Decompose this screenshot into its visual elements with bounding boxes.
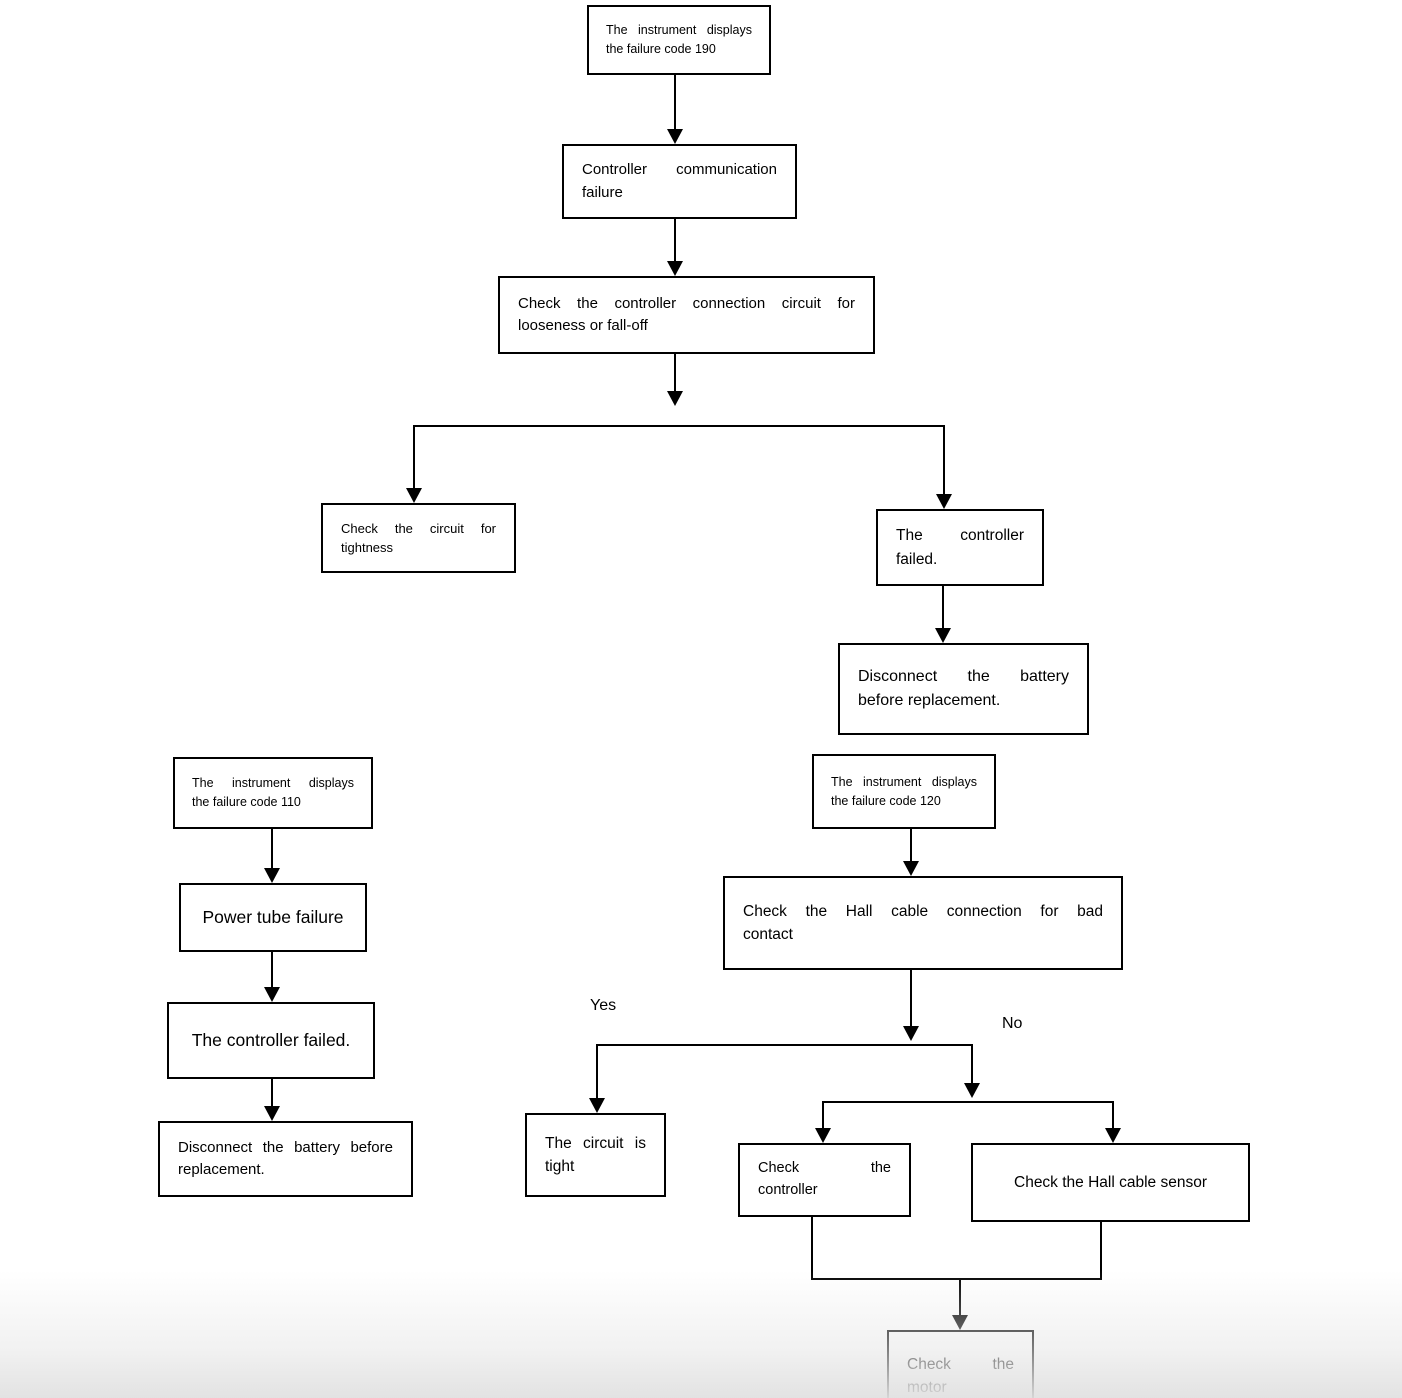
flow-node-code110: The instrument displays the failure code… (173, 757, 373, 829)
node-text-line: controller (758, 1182, 818, 1198)
node-text-line: contact (743, 926, 793, 943)
node-text-line: Controller communication (582, 161, 777, 178)
flow-node-power-tube: Power tube failure (179, 883, 367, 952)
node-text-line: Check the (907, 1355, 1014, 1373)
connector-line (811, 1217, 813, 1280)
connector-line (413, 425, 415, 488)
flow-node-hall-connection: Check the Hall cable connection for bad … (723, 876, 1123, 970)
connector-line (674, 354, 676, 391)
connector-line (822, 1101, 1114, 1103)
node-text-line: Check the circuit for (341, 520, 496, 536)
node-text-line: The instrument displays (831, 774, 977, 789)
node-text-line: The instrument displays (192, 776, 354, 791)
flow-node-code120: The instrument displays the failure code… (812, 754, 996, 829)
arrowhead-icon (264, 987, 280, 1002)
edge-label-yes: Yes (590, 997, 617, 1014)
flow-node-circuit-tightness: Check the circuit for tightness (321, 503, 516, 573)
arrowhead-icon (264, 1106, 280, 1121)
node-text-line: The controller (896, 527, 1024, 545)
node-text-line: Power tube failure (202, 907, 344, 928)
flow-node-circuit-tight: The circuit is tight (525, 1113, 666, 1197)
arrowhead-icon (667, 129, 683, 144)
flow-node-check-controller: Check the controller (738, 1143, 911, 1217)
node-text-line: Check the controller connection circuit … (518, 294, 855, 312)
node-text-line: before replacement. (858, 692, 1001, 709)
flow-node-disconnect-190: Disconnect the battery before replacemen… (838, 643, 1089, 735)
connector-line (959, 1280, 961, 1315)
connector-line (596, 1044, 973, 1046)
connector-line (910, 970, 912, 1026)
arrowhead-icon (903, 861, 919, 876)
connector-line (943, 425, 945, 494)
arrowhead-icon (964, 1083, 980, 1098)
connector-line (271, 1079, 273, 1106)
arrowhead-icon (264, 868, 280, 883)
flow-node-check-motor: Check the motor (887, 1330, 1034, 1398)
edge-label-no: No (1002, 1015, 1023, 1032)
node-text-line: the failure code 120 (831, 793, 941, 808)
connector-line (674, 219, 676, 261)
node-text-line: motor (907, 1379, 947, 1396)
node-text-line: tight (545, 1158, 575, 1175)
connector-line (596, 1044, 598, 1098)
connector-line (811, 1278, 1102, 1280)
node-text-line: Disconnect the battery (858, 668, 1069, 685)
connector-line (1112, 1101, 1114, 1128)
arrowhead-icon (815, 1128, 831, 1143)
node-text-line: tightness (341, 540, 394, 555)
arrowhead-icon (667, 261, 683, 276)
node-text-line: The controller failed. (191, 1030, 351, 1051)
node-text-line: Check the Hall cable connection for bad (743, 902, 1103, 920)
flow-node-comm-failure: Controller communication failure (562, 144, 797, 219)
connector-line (413, 425, 945, 427)
flow-node-disconnect-110: Disconnect the battery before replacemen… (158, 1121, 413, 1197)
arrowhead-icon (406, 488, 422, 503)
arrowhead-icon (589, 1098, 605, 1113)
flow-node-check-connection: Check the controller connection circuit … (498, 276, 875, 354)
node-text-line: Check the (758, 1160, 891, 1177)
node-text-line: The circuit is (545, 1134, 646, 1152)
connector-line (271, 829, 273, 868)
arrowhead-icon (903, 1026, 919, 1041)
node-text-line: failure (582, 183, 623, 201)
flow-node-check-hall-sensor: Check the Hall cable sensor (971, 1143, 1250, 1222)
connector-line (971, 1044, 973, 1083)
connector-line (910, 829, 912, 861)
node-text-line: looseness or fall-off (518, 317, 648, 334)
flow-node-controller-failed-190: The controller failed. (876, 509, 1044, 586)
connector-line (674, 75, 676, 129)
arrowhead-icon (952, 1315, 968, 1330)
connector-line (1100, 1222, 1102, 1280)
connector-line (271, 952, 273, 987)
arrowhead-icon (667, 391, 683, 406)
flow-node-controller-failed-110: The controller failed. (167, 1002, 375, 1079)
arrowhead-icon (935, 628, 951, 643)
node-text-line: replacement. (178, 1161, 265, 1178)
connector-line (942, 586, 944, 628)
page-bottom-fade (0, 1270, 1402, 1398)
node-text-line: The instrument displays (606, 23, 752, 38)
node-text-line: failed. (896, 550, 938, 568)
flow-node-code190: The instrument displays the failure code… (587, 5, 771, 75)
connector-line (822, 1101, 824, 1128)
node-text-line: Disconnect the battery before (178, 1138, 393, 1156)
node-text-line: the failure code 190 (606, 42, 716, 56)
arrowhead-icon (1105, 1128, 1121, 1143)
arrowhead-icon (936, 494, 952, 509)
node-text-line: the failure code 110 (192, 795, 301, 809)
node-text-line: Check the Hall cable sensor (1014, 1173, 1207, 1191)
